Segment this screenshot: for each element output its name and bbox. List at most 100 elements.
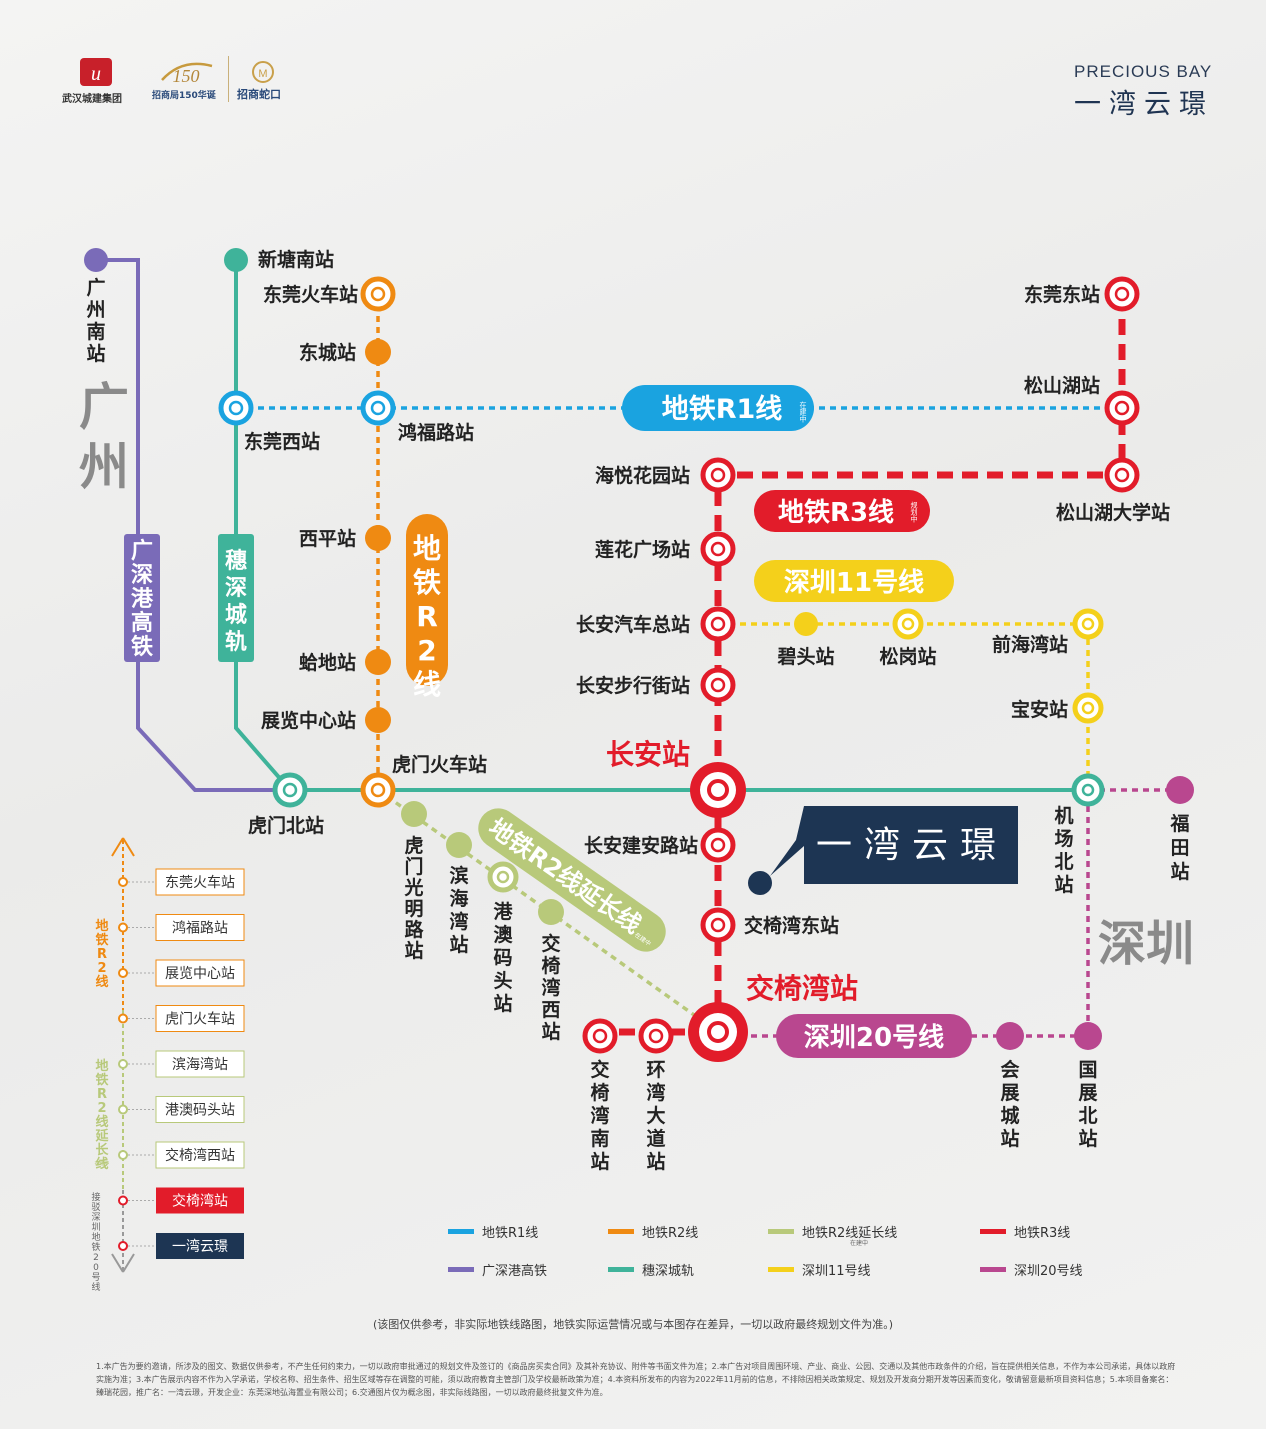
cm-shekou-logo-icon: M <box>252 61 274 83</box>
station-marker <box>365 649 391 675</box>
station-marker <box>1166 776 1194 804</box>
transfer-marker <box>1071 773 1105 807</box>
sidebar-item: 展览中心站 <box>118 959 245 987</box>
transfer-marker <box>638 1018 674 1054</box>
disclaimer-small: 1.本广告为要约邀请，所涉及的图文、数据仅供参考，不产生任何约束力，一切以政府审… <box>96 1362 1176 1397</box>
legend-swatch <box>980 1229 1006 1234</box>
sz20-label: 深圳20号线 <box>804 1023 944 1053</box>
major-transfer-marker <box>688 1002 748 1062</box>
legend-label: 深圳11号线 <box>802 1264 871 1279</box>
station-label: 松岗站 <box>879 645 936 668</box>
station-label: 滨海湾站 <box>449 864 468 956</box>
cm150-logo: 150 招商局150华诞 <box>150 56 220 102</box>
sidebar-item-label: 一湾云璟 <box>172 1238 228 1255</box>
sidebar-item-label: 滨海湾站 <box>172 1056 228 1073</box>
wuhan-logo-icon: u <box>80 58 112 86</box>
logo1-text: 武汉城建集团 <box>62 94 122 105</box>
station-label: 虎门火车站 <box>392 753 487 776</box>
station-marker <box>538 899 564 925</box>
legend-label: 穗深城轨 <box>642 1264 695 1279</box>
station-label: 虎门北站 <box>248 814 324 837</box>
station-marker <box>365 707 391 733</box>
station-marker <box>84 248 108 272</box>
station-label: 国展北站 <box>1078 1059 1097 1150</box>
transfer-marker <box>700 827 736 863</box>
station-label: 长安建安路站 <box>584 834 698 857</box>
legend-label: 地铁R3线 <box>1014 1226 1071 1241</box>
legend-label: 地铁R2线 <box>642 1226 699 1241</box>
legend-label: 深圳20号线 <box>1014 1264 1083 1279</box>
station-label-major: 长安站 <box>606 738 690 771</box>
vertical-station-labels: 广州南站 虎门光明路站 滨海湾站 港澳码头站 交椅湾西站 交椅湾南站 环湾大道站… <box>86 276 1189 1173</box>
legend-item: 深圳11号线 <box>768 1260 871 1279</box>
legend-item: 广深港高铁 <box>448 1260 547 1279</box>
station-marker <box>996 1022 1024 1050</box>
r2ext-line-path <box>376 788 720 1034</box>
legend-swatch <box>448 1229 474 1234</box>
transfer-marker <box>360 276 396 312</box>
station-markers <box>84 248 1194 1062</box>
transfer-marker <box>218 390 254 426</box>
cm-shekou-logo: M 招商蛇口 <box>228 56 299 102</box>
station-label: 新塘南站 <box>258 248 334 271</box>
station-label: 莲花广场站 <box>595 538 690 561</box>
station-label: 虎门光明路站 <box>403 834 424 962</box>
station-label: 福田站 <box>1169 812 1189 883</box>
r3-label-pill: 地铁R3线 规划中 <box>754 490 930 532</box>
sss-line-path <box>234 260 1088 792</box>
sidebar-item: 鸿福路站 <box>118 914 245 941</box>
station-label: 前海湾站 <box>992 633 1068 656</box>
r1-note: 在建中 <box>799 401 807 424</box>
sidebar-arrow-up <box>111 837 135 857</box>
sidebar-item-label: 鸿福路站 <box>172 920 228 937</box>
sidebar-schematic: 东莞火车站鸿福路站展览中心站虎门火车站滨海湾站港澳码头站交椅湾西站交椅湾站一湾云… <box>91 837 245 1293</box>
sidebar-item-label: 虎门火车站 <box>165 1011 235 1028</box>
legend-label: 地铁R1线 <box>482 1226 539 1241</box>
station-marker <box>224 248 248 272</box>
transfer-marker <box>1072 608 1104 640</box>
transfer-marker <box>892 608 924 640</box>
transfer-marker <box>700 907 736 943</box>
legend-item: 地铁R2线 <box>608 1222 698 1241</box>
station-label: 鸿福路站 <box>398 421 474 444</box>
svg-text:150: 150 <box>173 66 200 86</box>
sidebar-item: 一湾云璟 <box>118 1233 244 1259</box>
transfer-marker <box>1104 390 1140 426</box>
sidebar-item-label: 交椅湾西站 <box>165 1147 235 1164</box>
r1-label: 地铁R1线 <box>662 394 783 425</box>
project-callout-label: 一湾云璟 <box>816 825 1008 866</box>
transfer-marker <box>700 457 736 493</box>
sidebar-item: 交椅湾西站 <box>118 1141 245 1169</box>
sz11-line-path <box>718 622 1090 790</box>
station-label: 环湾大道站 <box>646 1059 665 1173</box>
sidebar-item-label: 东莞火车站 <box>165 874 235 891</box>
legend-label: 地铁R2线延长线 <box>802 1226 898 1241</box>
station-label: 港澳码头站 <box>493 901 513 1015</box>
sss-label-pill: 穗深城轨 <box>218 534 254 662</box>
sz20-line-path <box>718 788 1180 1038</box>
transfer-marker <box>1072 692 1104 724</box>
brand-english-name: PRECIOUS BAY <box>1074 62 1213 81</box>
station-marker <box>365 525 391 551</box>
station-label-major: 交椅湾站 <box>746 972 858 1005</box>
station-label: 西平站 <box>299 527 356 550</box>
sidebar-item: 东莞火车站 <box>118 868 245 896</box>
project-callout: 一湾云璟 <box>748 806 1018 895</box>
gsg-label-pill: 广深港高铁 <box>124 534 160 662</box>
sidebar-r2ext-note: 在建中 <box>94 1160 109 1167</box>
svg-text:M: M <box>258 68 267 80</box>
transfer-marker <box>582 1018 618 1054</box>
station-label: 碧头站 <box>776 645 834 668</box>
transfer-marker <box>700 667 736 703</box>
sidebar-item-label: 港澳码头站 <box>165 1103 235 1119</box>
sidebar-item-label: 交椅湾站 <box>172 1193 228 1210</box>
r3-label: 地铁R3线 <box>778 497 894 528</box>
station-marker <box>794 612 818 636</box>
transfer-marker <box>700 606 736 642</box>
transfer-marker <box>487 861 519 893</box>
legend-swatch <box>448 1267 474 1272</box>
station-label: 松山湖站 <box>1024 374 1100 397</box>
transfer-marker <box>360 772 396 808</box>
